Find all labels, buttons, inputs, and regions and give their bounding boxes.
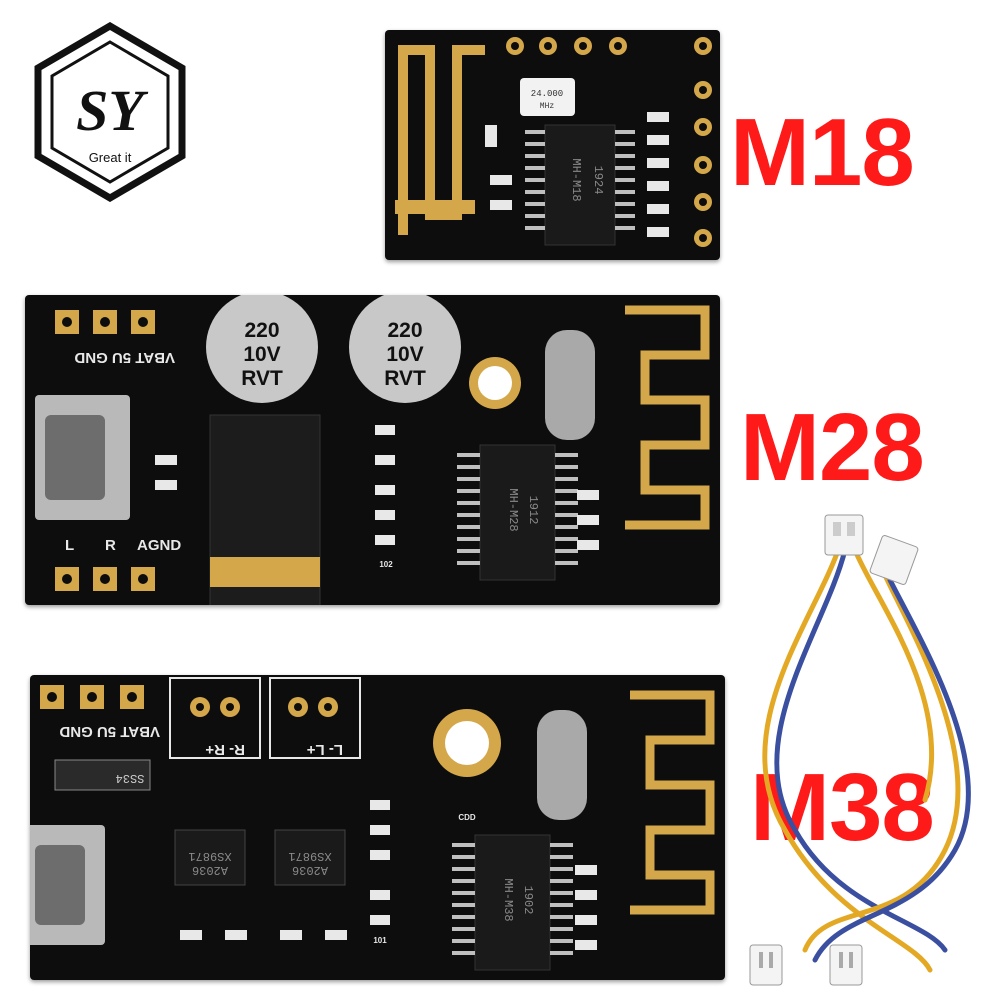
svg-text:R- R+: R- R+ <box>205 741 245 758</box>
m18-label: M18 <box>730 99 915 206</box>
svg-text:R: R <box>105 537 116 554</box>
svg-text:RVT: RVT <box>241 367 283 390</box>
logo-letters: SY <box>76 78 148 143</box>
logo-tagline: Great it <box>89 150 132 165</box>
capacitor <box>349 295 461 403</box>
m28-label: M28 <box>740 394 925 501</box>
m18-board: 24.000 MHz MH-M18 1924 <box>385 30 720 260</box>
svg-text:XS9871: XS9871 <box>188 849 231 863</box>
svg-text:101: 101 <box>373 936 387 945</box>
svg-text:L: L <box>65 537 74 554</box>
svg-text:CDD: CDD <box>458 813 476 822</box>
svg-text:AGND: AGND <box>137 537 181 554</box>
amp-chip <box>274 829 346 886</box>
jst-connector <box>869 535 919 585</box>
svg-text:10V: 10V <box>386 343 423 366</box>
m18-chip <box>544 124 616 246</box>
svg-text:SS34: SS34 <box>116 771 145 785</box>
svg-text:MH-M38: MH-M38 <box>501 878 515 921</box>
crystal <box>545 330 595 440</box>
brand-logo: SY Great it <box>30 21 190 203</box>
jst-connector <box>824 514 864 556</box>
svg-text:1924: 1924 <box>591 166 605 195</box>
svg-text:XS9871: XS9871 <box>288 849 331 863</box>
svg-text:L- L+: L- L+ <box>307 741 343 758</box>
svg-text:102: 102 <box>379 560 393 569</box>
jst-header <box>749 944 783 986</box>
m38-board: VBAT 5U GND R- R+ L- L+ SS34 XS9871 A203… <box>30 675 725 980</box>
svg-text:VBAT 5U GND: VBAT 5U GND <box>59 723 160 740</box>
amp-chip <box>174 829 246 886</box>
m38-chip <box>474 834 551 971</box>
svg-text:24.000: 24.000 <box>531 89 563 99</box>
svg-text:MH-M18: MH-M18 <box>569 158 583 201</box>
svg-text:RVT: RVT <box>384 367 426 390</box>
svg-text:A2036: A2036 <box>292 863 328 877</box>
svg-text:220: 220 <box>387 319 422 342</box>
svg-text:A2036: A2036 <box>192 863 228 877</box>
crystal <box>537 710 587 820</box>
capacitor <box>206 295 318 403</box>
m28-board: VBAT 5U GND 220 10V RVT 220 10V RVT MH-M… <box>25 295 720 605</box>
jst-header <box>829 944 863 986</box>
svg-text:220: 220 <box>244 319 279 342</box>
connector-cable <box>745 500 1000 1000</box>
m28-chip <box>479 444 556 581</box>
svg-text:VBAT 5U GND: VBAT 5U GND <box>74 349 175 366</box>
crystal <box>520 78 575 116</box>
svg-text:MH-M28: MH-M28 <box>506 488 520 531</box>
svg-text:10V: 10V <box>243 343 280 366</box>
svg-text:MHz: MHz <box>540 102 555 111</box>
svg-text:1912: 1912 <box>526 496 540 525</box>
m38-label: M38 <box>750 754 935 861</box>
svg-text:1902: 1902 <box>521 886 535 915</box>
